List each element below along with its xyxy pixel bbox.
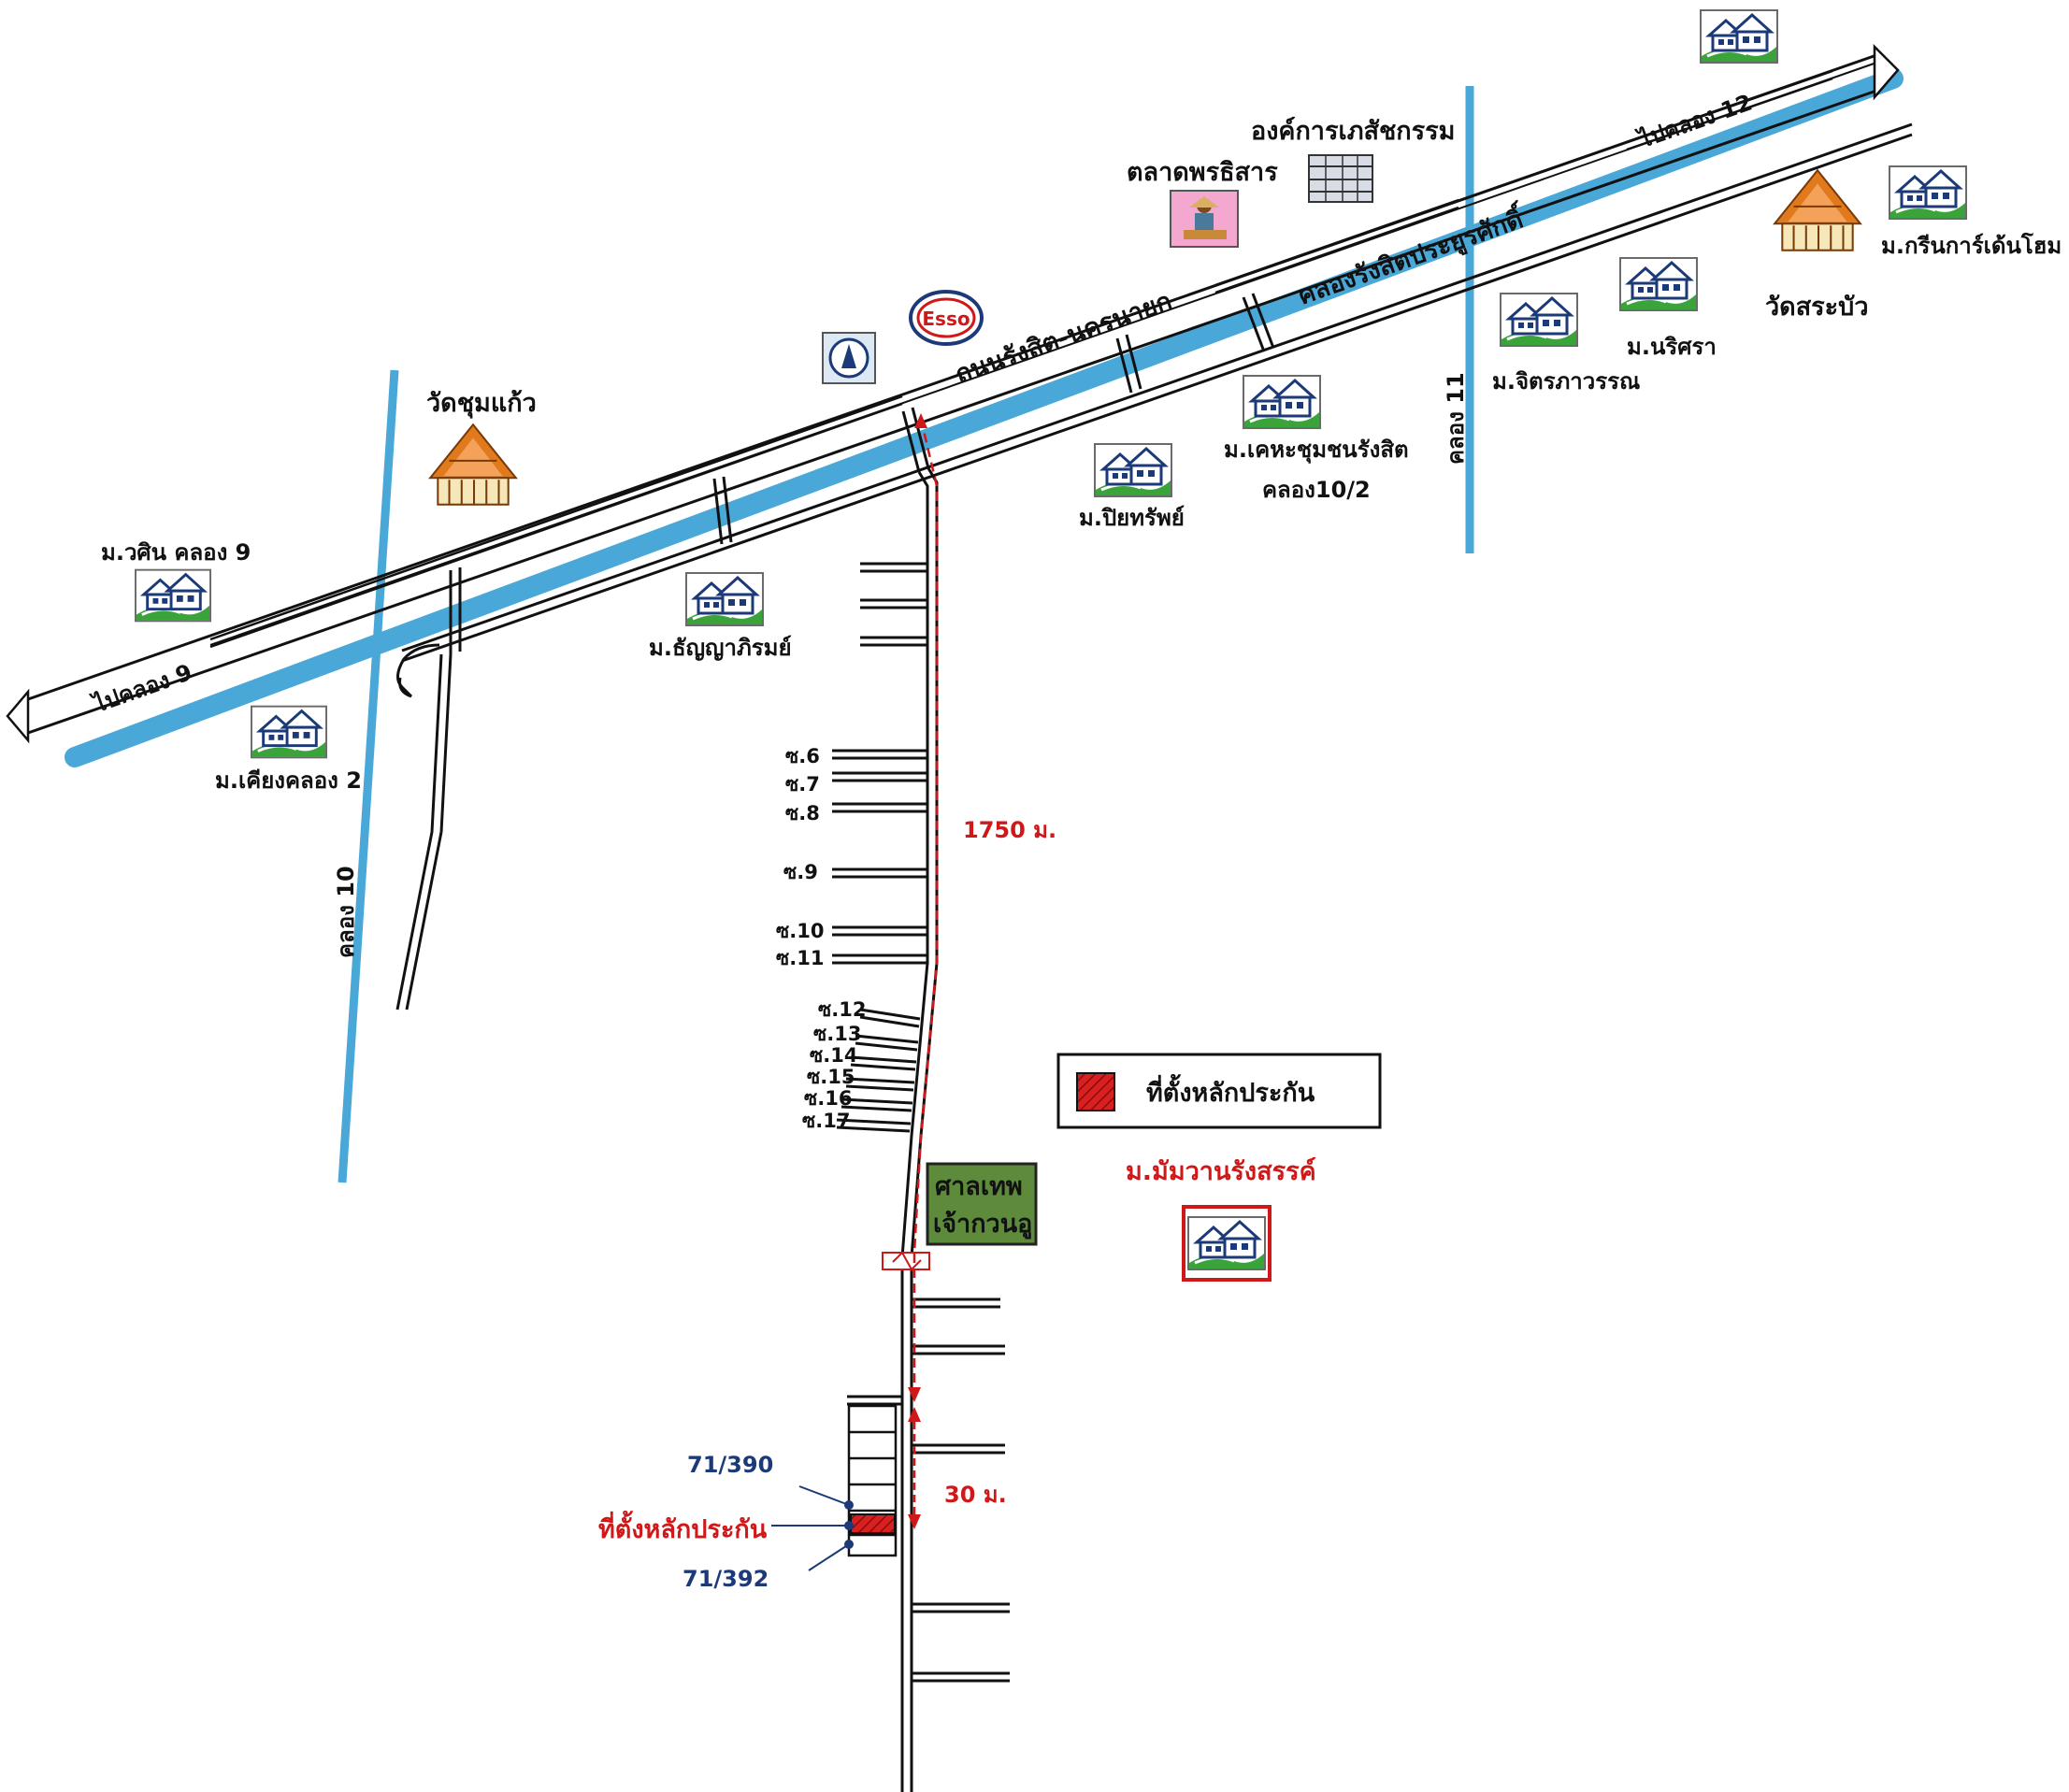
legend-label: ที่ตั้งหลักประกัน xyxy=(1146,1073,1315,1108)
village-kheha-sub-label: คลอง10/2 xyxy=(1262,477,1371,503)
soi-label: ซ.9 xyxy=(783,861,818,883)
village-green-label: ม.กรีนการ์เด้นโฮม xyxy=(1881,232,2062,259)
arrow-east-icon xyxy=(1873,43,1900,101)
esso-logo-icon: Esso xyxy=(909,290,984,346)
house-icon xyxy=(1243,374,1321,430)
distance-arrow-30-top-icon xyxy=(908,1407,921,1422)
distance-arrow-top-icon xyxy=(914,413,927,428)
soi-branches xyxy=(832,562,927,1133)
house-icon xyxy=(1619,256,1698,312)
south-road xyxy=(401,122,1913,663)
soi-label: ซ.13 xyxy=(813,1023,861,1045)
canal-bridges xyxy=(449,293,1275,654)
legend xyxy=(1056,1053,1382,1129)
temple-icon xyxy=(429,423,517,506)
house-icon xyxy=(1889,165,1967,221)
klong10-road xyxy=(395,643,453,1011)
village-jitrapawan-label: ม.จิตรภาวรรณ xyxy=(1492,368,1640,394)
market-label: ตลาดพรธิสาร xyxy=(1127,158,1278,187)
house-icon xyxy=(251,705,327,759)
village-mamwan-label: ม.มัมวานรังสรรค์ xyxy=(1126,1156,1316,1186)
temple-icon xyxy=(1774,169,1861,251)
village-thanyaphirom-label: ม.ธัญญาภิรมย์ xyxy=(649,635,792,661)
soi-label: ซ.17 xyxy=(802,1110,850,1132)
village-kiangklong-label: ม.เคียงคลอง 2 xyxy=(215,767,362,794)
soi-branches-south xyxy=(847,1297,1010,1683)
distance-30-label: 30 ม. xyxy=(944,1482,1007,1508)
shrine-box xyxy=(926,1162,1038,1246)
house-icon xyxy=(685,571,764,627)
klong10-canal xyxy=(338,369,399,1183)
soi-label: ซ.16 xyxy=(804,1087,852,1110)
village-narisara-label: ม.นริศรา xyxy=(1627,334,1717,360)
building-icon xyxy=(1308,154,1373,203)
house-icon xyxy=(135,568,211,623)
arrow-west-icon xyxy=(6,688,30,744)
klong11-label: คลอง 11 xyxy=(1443,372,1469,465)
gpo-label: องค์การเภสัชกรรม xyxy=(1251,116,1455,146)
house-icon xyxy=(1094,442,1172,498)
distance-arrow-30-bottom-icon xyxy=(908,1514,921,1529)
soi-label: ซ.15 xyxy=(807,1066,855,1088)
soi-label: ซ.11 xyxy=(776,947,824,969)
shrine-label-line1: ศาลเทพ xyxy=(935,1172,1023,1201)
seal-icon xyxy=(822,332,876,384)
soi-label: ซ.8 xyxy=(785,802,820,824)
village-piyasap-label: ม.ปิยทรัพย์ xyxy=(1079,505,1185,531)
shrine-label-line2: เจ้ากวนอู xyxy=(933,1210,1032,1240)
house-icon xyxy=(1700,8,1778,65)
main-road xyxy=(6,43,1900,744)
highlighted-house-icon[interactable] xyxy=(1182,1205,1272,1282)
market-icon xyxy=(1170,190,1239,248)
soi-label: ซ.12 xyxy=(818,998,866,1021)
wat-sabua-label: วัดสระบัว xyxy=(1765,293,1868,322)
wat-chumkaew-label: วัดชุมแก้ว xyxy=(426,389,537,419)
distance-arrow-bottom-icon xyxy=(908,1387,921,1402)
collateral-plot[interactable] xyxy=(850,1513,896,1534)
distance-1750-label: 1750 ม. xyxy=(963,817,1056,843)
leader-lines xyxy=(771,1485,854,1571)
village-kheha-label: ม.เคหะชุมชนรังสิต xyxy=(1224,437,1409,465)
village-wasin-label: ม.วศิน คลอง 9 xyxy=(101,539,251,566)
neighbor-north-label: 71/390 xyxy=(687,1452,773,1478)
soi-label: ซ.6 xyxy=(785,745,820,767)
road-break-mark xyxy=(882,1251,930,1271)
plot-label: ที่ตั้งหลักประกัน xyxy=(598,1510,768,1544)
neighbor-south-label: 71/392 xyxy=(682,1566,769,1592)
soi-label: ซ.14 xyxy=(810,1044,857,1067)
soi-label: ซ.7 xyxy=(785,773,820,796)
soi-label: ซ.10 xyxy=(776,920,824,942)
esso-wordmark: Esso xyxy=(922,308,970,330)
distance-line-1750 xyxy=(912,418,939,1400)
klong10-label: คลอง 10 xyxy=(333,866,359,958)
house-icon xyxy=(1500,292,1578,348)
